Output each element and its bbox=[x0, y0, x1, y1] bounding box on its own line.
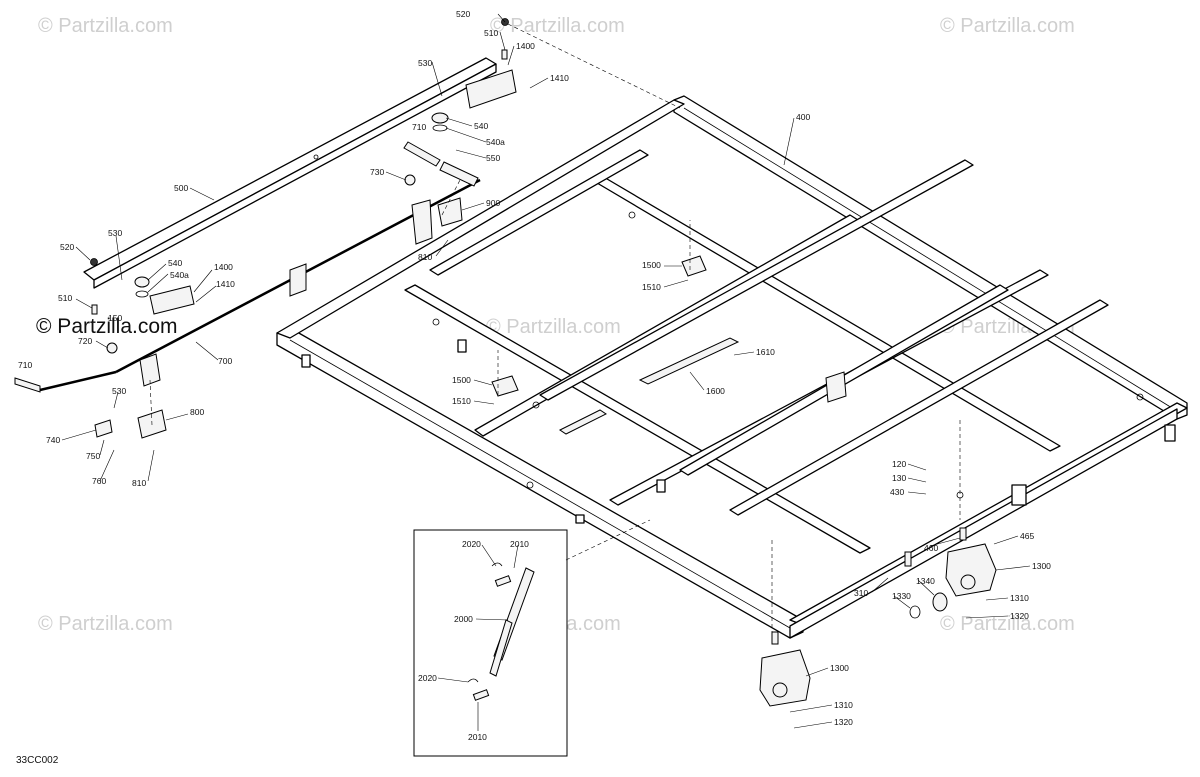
callout-430: 430 bbox=[890, 487, 904, 497]
watermark-bottom-left: © Partzilla.com bbox=[38, 613, 173, 635]
handle-710-top bbox=[403, 141, 441, 167]
callout-1500-a: 1500 bbox=[642, 260, 661, 270]
callout-1510-a: 1510 bbox=[642, 282, 661, 292]
callout-510-left: 510 bbox=[58, 293, 72, 303]
callout-1510-b: 1510 bbox=[452, 396, 471, 406]
callout-530-left: 530 bbox=[108, 228, 122, 238]
callout-310: 310 bbox=[854, 588, 868, 598]
watermark-mid-center: © Partzilla.com bbox=[486, 316, 621, 338]
callout-2000: 2000 bbox=[454, 614, 473, 624]
callout-760: 760 bbox=[92, 476, 106, 486]
callout-1610: 1610 bbox=[756, 347, 775, 357]
nut-520-left bbox=[90, 258, 98, 266]
partzilla-logo: © Partzilla.com bbox=[36, 315, 178, 338]
callout-810-bottom: 810 bbox=[132, 478, 146, 488]
callout-130: 130 bbox=[892, 473, 906, 483]
bolt-510-left bbox=[91, 304, 98, 315]
callout-720: 720 bbox=[78, 336, 92, 346]
callout-1500-b: 1500 bbox=[452, 375, 471, 385]
inset-frame bbox=[413, 529, 568, 757]
callout-540a-top: 540a bbox=[486, 137, 505, 147]
callout-730: 730 bbox=[370, 167, 384, 177]
callout-520-left: 520 bbox=[60, 242, 74, 252]
callout-2010-top: 2010 bbox=[510, 539, 529, 549]
watermark-top-center: © Partzilla.com bbox=[490, 15, 625, 37]
bracket-1500-b bbox=[491, 375, 519, 397]
hinges-1300 bbox=[759, 527, 997, 707]
watermark-bottom-right: © Partzilla.com bbox=[940, 613, 1075, 635]
callout-150: 150 bbox=[108, 313, 122, 323]
callout-2010-bottom: 2010 bbox=[468, 732, 487, 742]
callouts: 520 510 1400 1410 530 540 540a 710 550 7… bbox=[18, 9, 1051, 742]
callout-465: 465 bbox=[1020, 531, 1034, 541]
washer-540a-top bbox=[432, 124, 448, 132]
callout-1330: 1330 bbox=[892, 591, 911, 601]
callout-800: 800 bbox=[190, 407, 204, 417]
bolt-460 bbox=[959, 527, 967, 541]
callout-500: 500 bbox=[174, 183, 188, 193]
bushing-1340 bbox=[932, 592, 948, 612]
spring-730 bbox=[404, 174, 416, 186]
callout-510-top: 510 bbox=[484, 28, 498, 38]
callout-540-left: 540 bbox=[168, 258, 182, 268]
diagram-code: 33CC002 bbox=[16, 755, 59, 766]
callout-1320-bottom: 1320 bbox=[834, 717, 853, 727]
bumper-540-top bbox=[431, 112, 449, 124]
bumper-540-left bbox=[134, 276, 150, 288]
handle-710-left bbox=[14, 377, 41, 393]
spring-720 bbox=[106, 342, 118, 354]
latch-900 bbox=[437, 197, 463, 227]
callout-120: 120 bbox=[892, 459, 906, 469]
callout-1340: 1340 bbox=[916, 576, 935, 586]
watermark-top-left: © Partzilla.com bbox=[38, 15, 173, 37]
callout-810-top: 810 bbox=[418, 252, 432, 262]
callout-1310-bottom: 1310 bbox=[834, 700, 853, 710]
washer-1330 bbox=[909, 605, 921, 619]
callout-530-top: 530 bbox=[418, 58, 432, 68]
rod-700 bbox=[14, 141, 481, 439]
callout-540a-left: 540a bbox=[170, 270, 189, 280]
hinge-brackets-1400 bbox=[90, 18, 517, 315]
alignment-lines bbox=[149, 23, 961, 640]
callout-1300-right: 1300 bbox=[1032, 561, 1051, 571]
callout-740: 740 bbox=[46, 435, 60, 445]
rail-500 bbox=[83, 57, 497, 289]
callout-1320-right: 1320 bbox=[1010, 611, 1029, 621]
callout-400: 400 bbox=[796, 112, 810, 122]
callout-550: 550 bbox=[486, 153, 500, 163]
washer-540a-left bbox=[135, 290, 149, 298]
callout-1400-top: 1400 bbox=[516, 41, 535, 51]
callout-520-top: 520 bbox=[456, 9, 470, 19]
callout-1400-left: 1400 bbox=[214, 262, 233, 272]
watermark-top-right: © Partzilla.com bbox=[940, 15, 1075, 37]
bracket-1600 bbox=[638, 337, 740, 385]
callout-750: 750 bbox=[86, 451, 100, 461]
callout-2020-bottom: 2020 bbox=[418, 673, 437, 683]
callout-710-top: 710 bbox=[412, 122, 426, 132]
callout-1310-right: 1310 bbox=[1010, 593, 1029, 603]
bracket-1500-a bbox=[681, 255, 707, 277]
bracket-740 bbox=[94, 419, 113, 438]
callout-460: 460 bbox=[924, 543, 938, 553]
callout-540-top: 540 bbox=[474, 121, 488, 131]
callout-530-bottom: 530 bbox=[112, 386, 126, 396]
callout-1300-bottom: 1300 bbox=[830, 663, 849, 673]
callout-1600: 1600 bbox=[706, 386, 725, 396]
callout-1410-top: 1410 bbox=[550, 73, 569, 83]
callout-710-left: 710 bbox=[18, 360, 32, 370]
inset-gas-spring bbox=[413, 529, 568, 757]
main-frame-400 bbox=[276, 95, 1188, 639]
sleeve-550 bbox=[439, 161, 479, 187]
callout-900: 900 bbox=[486, 198, 500, 208]
callout-700: 700 bbox=[218, 356, 232, 366]
leader-lines bbox=[61, 13, 1031, 731]
bolt-510-top bbox=[501, 49, 508, 60]
callout-2020-top: 2020 bbox=[462, 539, 481, 549]
callout-1410-left: 1410 bbox=[216, 279, 235, 289]
